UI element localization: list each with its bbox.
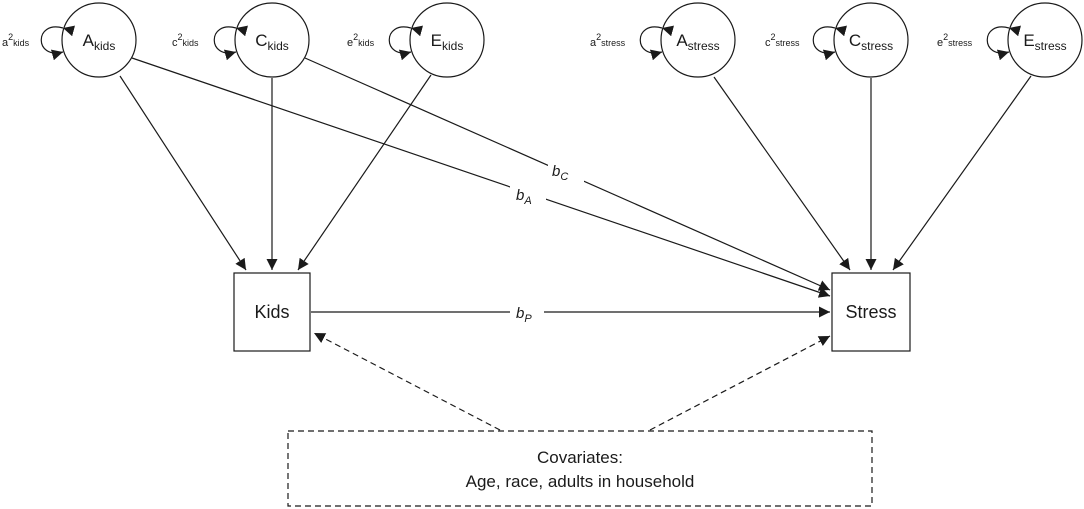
covariates-title: Covariates:: [537, 448, 623, 467]
svg-text:Ckids: Ckids: [255, 31, 289, 53]
latent-e-kids: Ekids: [409, 2, 485, 78]
variance-label-a-stress: a2stress: [590, 32, 626, 49]
variance-label-e-stress: e2stress: [937, 32, 973, 49]
latent-a-stress: Astress: [660, 2, 736, 78]
variance-label-c-kids: c2kids: [172, 32, 199, 49]
variance-loop-c-kids: [213, 25, 249, 61]
observed-stress: Stress: [831, 272, 911, 352]
path-a-stress-to-stress: [713, 76, 851, 271]
variance-loop-e-kids: [388, 25, 424, 61]
svg-text:Estress: Estress: [1023, 31, 1066, 53]
latent-e-stress: Estress: [1007, 2, 1083, 78]
variance-loop-a-kids: [40, 25, 76, 61]
svg-text:Stress: Stress: [845, 302, 896, 322]
path-e-kids-to-kids: [297, 74, 432, 271]
covariate-path-to-stress: [649, 335, 831, 431]
variance-label-a-kids: a2kids: [2, 32, 30, 49]
svg-text:Akids: Akids: [83, 31, 116, 53]
variance-loop-c-stress: [812, 25, 848, 61]
svg-text:Cstress: Cstress: [849, 31, 893, 53]
label-bc: bC: [552, 163, 568, 183]
latent-c-kids: Ckids: [234, 2, 310, 78]
svg-text:Kids: Kids: [254, 302, 289, 322]
path-a-kids-to-kids: [119, 75, 247, 271]
latent-c-stress: Cstress: [833, 2, 909, 78]
variance-label-e-kids: e2kids: [347, 32, 375, 49]
observed-kids: Kids: [233, 272, 311, 352]
svg-text:Ekids: Ekids: [431, 31, 464, 53]
covariate-path-to-kids: [313, 332, 501, 431]
path-e-stress-to-stress: [892, 75, 1032, 271]
latent-a-kids: Akids: [61, 2, 137, 78]
variance-loop-a-stress: [639, 25, 675, 61]
variance-label-c-stress: c2stress: [765, 32, 800, 49]
path-a-kids-to-stress: [131, 57, 831, 298]
label-bp: bP: [516, 305, 532, 325]
label-ba: bA: [516, 187, 532, 207]
covariates-box: Covariates: Age, race, adults in househo…: [287, 430, 873, 507]
svg-text:Astress: Astress: [676, 31, 719, 53]
variance-loop-e-stress: [986, 25, 1022, 61]
covariates-list: Age, race, adults in household: [466, 472, 695, 491]
